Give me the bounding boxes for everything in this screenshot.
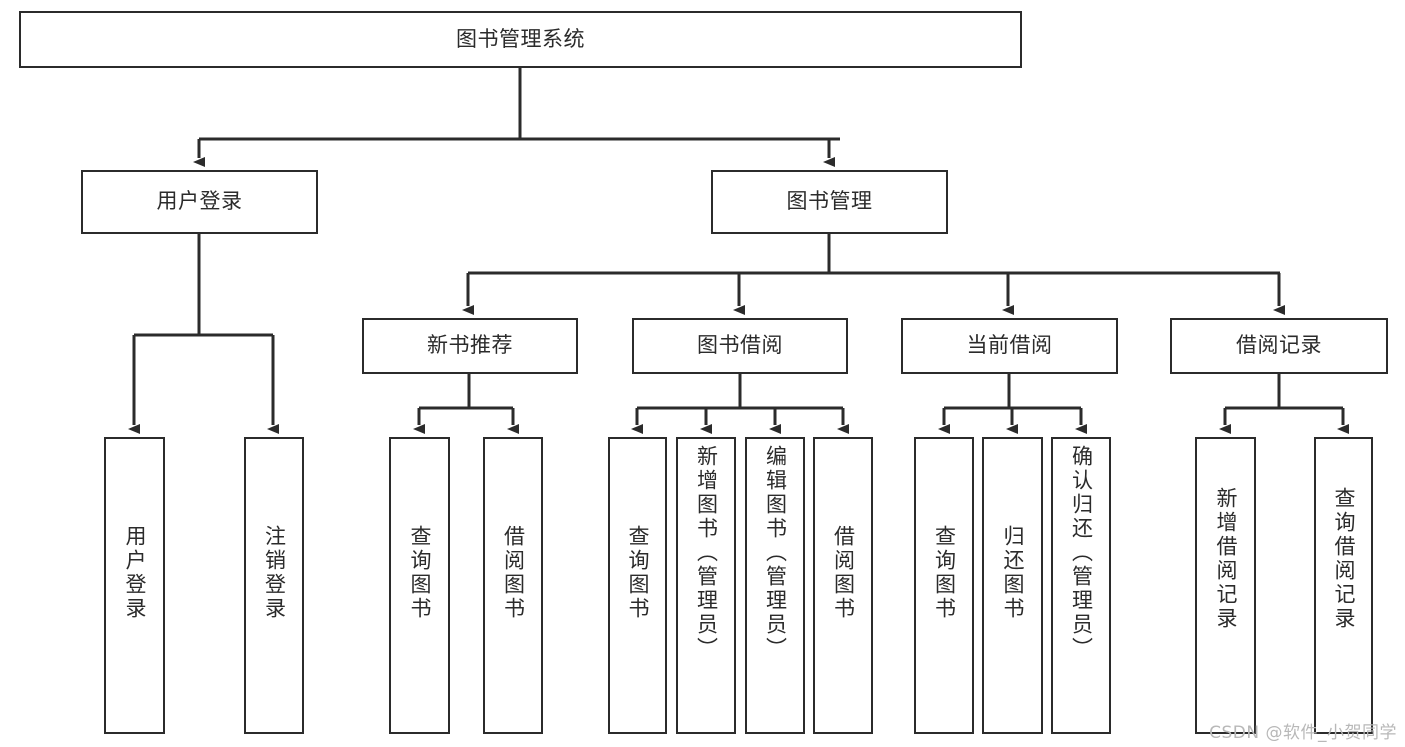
leaf-add-borrow-record[interactable]: 新增借阅记录 [1195, 437, 1256, 734]
leaf-logout-login[interactable]: 注销登录 [244, 437, 304, 734]
leaf-query-borrow-record[interactable]: 查询借阅记录 [1314, 437, 1373, 734]
leaf-confirm-return-admin-label: 确认归还（管理员） [1069, 445, 1094, 661]
edge-current-to-leaves [938, 374, 1087, 434]
edge-record-to-leaves [1219, 374, 1349, 434]
leaf-borrow-book-newbook-label: 借阅图书 [501, 525, 526, 621]
node-book-borrow[interactable]: 图书借阅 [632, 318, 848, 374]
node-current-borrow-label: 当前借阅 [966, 333, 1053, 358]
node-borrow-record-label: 借阅记录 [1236, 333, 1322, 358]
leaf-user-login-label: 用户登录 [123, 525, 147, 621]
leaf-add-book-admin[interactable]: 新增图书（管理员） [676, 437, 736, 734]
leaf-query-borrow-record-label: 查询借阅记录 [1332, 487, 1356, 631]
edge-borrow-to-leaves [631, 374, 849, 434]
node-book-management-label: 图书管理 [786, 189, 873, 214]
node-root[interactable]: 图书管理系统 [19, 11, 1022, 68]
leaf-query-book-current-label: 查询图书 [932, 525, 957, 621]
leaf-query-book-newbook[interactable]: 查询图书 [389, 437, 450, 734]
leaf-borrow-book[interactable]: 借阅图书 [813, 437, 873, 734]
node-book-management[interactable]: 图书管理 [711, 170, 948, 234]
leaf-add-borrow-record-label: 新增借阅记录 [1214, 487, 1238, 631]
node-borrow-record[interactable]: 借阅记录 [1170, 318, 1388, 374]
leaf-borrow-book-label: 借阅图书 [831, 525, 856, 621]
node-root-label: 图书管理系统 [456, 26, 585, 51]
node-current-borrow[interactable]: 当前借阅 [901, 318, 1118, 374]
leaf-return-book[interactable]: 归还图书 [982, 437, 1043, 734]
edge-newbook-to-leaves [413, 374, 519, 434]
edge-bookmgmt-to-level3 [462, 234, 1285, 315]
leaf-add-book-admin-label: 新增图书（管理员） [694, 445, 719, 661]
leaf-edit-book-admin-label: 编辑图书（管理员） [763, 445, 788, 661]
node-new-book-recommend-label: 新书推荐 [427, 333, 513, 358]
leaf-query-book-borrow[interactable]: 查询图书 [608, 437, 667, 734]
edge-root-to-level2 [193, 68, 840, 167]
leaf-query-book-newbook-label: 查询图书 [408, 525, 432, 621]
node-user-login-label: 用户登录 [156, 189, 243, 214]
node-new-book-recommend[interactable]: 新书推荐 [362, 318, 578, 374]
leaf-return-book-label: 归还图书 [1001, 525, 1025, 621]
node-user-login[interactable]: 用户登录 [81, 170, 318, 234]
edge-userlogin-to-leaves [128, 234, 279, 434]
leaf-query-book-current[interactable]: 查询图书 [914, 437, 974, 734]
leaf-confirm-return-admin[interactable]: 确认归还（管理员） [1051, 437, 1111, 734]
leaf-user-login[interactable]: 用户登录 [104, 437, 165, 734]
leaf-borrow-book-newbook[interactable]: 借阅图书 [483, 437, 543, 734]
leaf-query-book-borrow-label: 查询图书 [626, 525, 650, 621]
leaf-edit-book-admin[interactable]: 编辑图书（管理员） [745, 437, 805, 734]
watermark-text: CSDN @软件_小贺同学 [1209, 723, 1397, 743]
leaf-logout-login-label: 注销登录 [262, 525, 287, 621]
node-book-borrow-label: 图书借阅 [697, 333, 783, 358]
